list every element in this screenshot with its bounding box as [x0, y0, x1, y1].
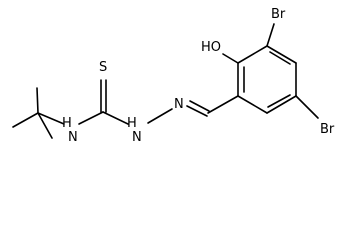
bond-thiocarbonyl-nh [102, 111, 129, 125]
atom-br-top: Br [271, 7, 286, 22]
atom-nh-left-h: H [62, 116, 72, 131]
atom-sulfur: S [99, 60, 107, 75]
bonds [12, 23, 319, 139]
ring-inner-bond-3 [267, 94, 291, 108]
bond-ch-ring [207, 95, 239, 114]
bond-tbu-nh [37, 112, 65, 125]
ring-bond-2 [237, 45, 268, 64]
bond-ring-br-right [295, 95, 319, 119]
atom-nh-left-n: N [68, 130, 78, 145]
atom-n-imine: N [174, 97, 184, 112]
bond-nh-thiocarbonyl [78, 111, 104, 125]
ring-bond-5 [266, 95, 297, 114]
atom-nh-center-h: H [127, 116, 137, 131]
bond-imine-b [186, 105, 208, 117]
bond-imine-a [189, 100, 210, 112]
atom-br-right: Br [320, 122, 335, 137]
bond-n-n [147, 108, 173, 124]
ring-bond-6 [237, 95, 268, 114]
bond-tbu-methyl-top [36, 87, 39, 114]
bond-tbu-methyl-left [12, 112, 39, 128]
atom-labels: Br HO Br S H N H N N [62, 7, 335, 145]
atom-hydroxyl: HO [201, 40, 221, 55]
ring-bond-3 [266, 45, 297, 64]
bond-tbu-methyl-right [37, 112, 53, 139]
ring-inner-bond-2 [269, 51, 291, 65]
bond-ring-oh [222, 53, 239, 64]
bond-ring-br-top [266, 23, 275, 47]
atom-nh-center-n: N [132, 130, 142, 145]
chemical-structure-diagram: Br HO Br S H N H N N [12, 7, 335, 145]
